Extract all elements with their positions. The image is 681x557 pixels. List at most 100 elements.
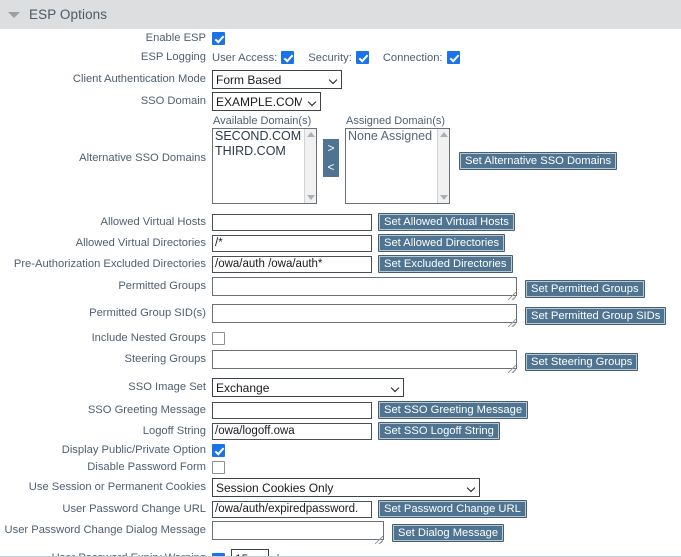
- set-steering-groups-button[interactable]: Set Steering Groups: [525, 353, 639, 371]
- esp-options-form: Enable ESP ESP Logging User Access: Secu…: [0, 29, 681, 557]
- listbox-scrollbar[interactable]: [437, 129, 449, 203]
- label-client-auth-mode: Client Authentication Mode: [72, 73, 206, 85]
- label-preauth-excluded-directories: Pre-Authorization Excluded Directories: [13, 258, 206, 270]
- row-password-expiry-warning: User Password Expiry Warning 15 days: [0, 549, 681, 557]
- expiry-days-select[interactable]: 15: [231, 549, 269, 557]
- client-auth-mode-select-wrap: Form Based: [212, 70, 342, 89]
- add-domain-button[interactable]: >: [323, 139, 339, 158]
- permitted-groups-textarea[interactable]: [212, 277, 517, 296]
- row-enable-esp: Enable ESP: [0, 32, 681, 45]
- label-permitted-group-sids: Permitted Group SID(s): [89, 307, 206, 319]
- display-public-private-checkbox[interactable]: [212, 444, 225, 457]
- password-change-dialog-textarea[interactable]: [212, 521, 384, 540]
- label-user-access: User Access:: [212, 51, 278, 64]
- row-include-nested-groups: Include Nested Groups: [0, 332, 681, 345]
- label-include-nested-groups: Include Nested Groups: [91, 332, 206, 344]
- permitted-group-sids-textarea[interactable]: [212, 304, 517, 323]
- page-title: ESP Options: [29, 7, 108, 22]
- list-item[interactable]: SECOND.COM: [215, 129, 302, 143]
- set-sso-greeting-message-button[interactable]: Set SSO Greeting Message: [378, 401, 529, 419]
- label-days-suffix: days: [273, 553, 297, 557]
- label-sso-image-set: SSO Image Set: [128, 381, 206, 393]
- scroll-up-icon[interactable]: [307, 132, 315, 137]
- connection-checkbox[interactable]: [446, 51, 460, 64]
- password-change-url-input[interactable]: [212, 500, 372, 518]
- set-excluded-directories-button[interactable]: Set Excluded Directories: [378, 255, 513, 273]
- row-logoff-string: Logoff String Set SSO Logoff String: [0, 422, 681, 440]
- disable-password-form-checkbox[interactable]: [212, 461, 225, 474]
- row-preauth-excluded-directories: Pre-Authorization Excluded Directories S…: [0, 255, 681, 273]
- row-client-auth-mode: Client Authentication Mode Form Based: [0, 70, 681, 89]
- label-permitted-groups: Permitted Groups: [118, 280, 206, 292]
- scroll-down-icon[interactable]: [307, 195, 315, 200]
- use-session-cookies-select[interactable]: Session Cookies Only: [212, 478, 480, 497]
- use-session-cookies-select-wrap: Session Cookies Only: [212, 478, 480, 497]
- remove-domain-button[interactable]: <: [323, 158, 339, 177]
- sso-domain-select-wrap: EXAMPLE.COM: [212, 92, 321, 111]
- password-change-dialog-textarea-wrap: [212, 521, 384, 545]
- scroll-down-icon[interactable]: [440, 195, 448, 200]
- row-permitted-groups: Permitted Groups Set Permitted Groups: [0, 277, 681, 301]
- set-dialog-message-button[interactable]: Set Dialog Message: [392, 524, 505, 542]
- set-password-change-url-button[interactable]: Set Password Change URL: [378, 500, 527, 518]
- assigned-domains-column: Assigned Domain(s) None Assigned: [345, 115, 450, 204]
- set-sso-logoff-string-button[interactable]: Set SSO Logoff String: [378, 422, 500, 440]
- row-display-public-private: Display Public/Private Option: [0, 444, 681, 457]
- triangle-down-icon[interactable]: [8, 11, 20, 18]
- label-password-change-url: User Password Change URL: [62, 503, 206, 515]
- list-item[interactable]: THIRD.COM: [215, 144, 286, 158]
- include-nested-groups-checkbox[interactable]: [212, 332, 225, 345]
- available-domains-listbox[interactable]: SECOND.COM THIRD.COM: [212, 128, 317, 204]
- allowed-virtual-hosts-input[interactable]: [212, 213, 372, 231]
- password-expiry-warning-checkbox[interactable]: [212, 553, 225, 557]
- enable-esp-checkbox[interactable]: [212, 32, 225, 45]
- sso-domain-select[interactable]: EXAMPLE.COM: [212, 92, 321, 111]
- set-permitted-group-sids-button[interactable]: Set Permitted Group SIDs: [525, 307, 667, 325]
- row-sso-image-set: SSO Image Set Exchange: [0, 378, 681, 397]
- label-logoff-string: Logoff String: [142, 425, 206, 437]
- row-password-change-url: User Password Change URL Set Password Ch…: [0, 500, 681, 518]
- set-alternative-sso-domains-button[interactable]: Set Alternative SSO Domains: [459, 152, 618, 170]
- set-allowed-directories-button[interactable]: Set Allowed Directories: [378, 234, 506, 252]
- user-access-checkbox[interactable]: [281, 51, 295, 64]
- client-auth-mode-select[interactable]: Form Based: [212, 70, 342, 89]
- label-esp-logging: ESP Logging: [140, 51, 206, 63]
- expiry-days-select-wrap: 15: [231, 549, 269, 557]
- sso-image-set-select[interactable]: Exchange: [212, 378, 404, 397]
- section-header[interactable]: ESP Options: [0, 0, 681, 29]
- label-disable-password-form: Disable Password Form: [87, 461, 206, 473]
- steering-groups-textarea[interactable]: [212, 350, 517, 369]
- label-allowed-virtual-hosts: Allowed Virtual Hosts: [100, 216, 207, 228]
- dual-list: Available Domain(s) SECOND.COM THIRD.COM…: [212, 115, 450, 204]
- label-use-session-cookies: Use Session or Permanent Cookies: [28, 481, 206, 493]
- set-permitted-groups-button[interactable]: Set Permitted Groups: [525, 280, 645, 298]
- label-alternative-sso-domains: Alternative SSO Domains: [79, 152, 206, 164]
- listbox-scrollbar[interactable]: [304, 129, 316, 203]
- row-alternative-sso-domains: Alternative SSO Domains Available Domain…: [0, 115, 681, 204]
- assigned-domains-listbox[interactable]: None Assigned: [345, 128, 450, 204]
- label-enable-esp: Enable ESP: [145, 32, 206, 44]
- scroll-up-icon[interactable]: [440, 132, 448, 137]
- label-connection: Connection:: [382, 51, 443, 64]
- row-permitted-group-sids: Permitted Group SID(s) Set Permitted Gro…: [0, 304, 681, 328]
- label-sso-greeting-message: SSO Greeting Message: [87, 404, 206, 416]
- list-item[interactable]: None Assigned: [348, 129, 433, 143]
- label-security: Security:: [308, 51, 352, 64]
- row-disable-password-form: Disable Password Form: [0, 461, 681, 474]
- security-checkbox[interactable]: [355, 51, 369, 64]
- sso-image-set-select-wrap: Exchange: [212, 378, 404, 397]
- set-allowed-virtual-hosts-button[interactable]: Set Allowed Virtual Hosts: [378, 213, 515, 231]
- label-password-expiry-warning: User Password Expiry Warning: [0, 549, 212, 557]
- logoff-string-input[interactable]: [212, 422, 372, 440]
- sso-greeting-message-input[interactable]: [212, 401, 372, 419]
- preauth-excluded-directories-input[interactable]: [212, 255, 372, 273]
- steering-groups-textarea-wrap: [212, 350, 517, 374]
- label-allowed-virtual-directories: Allowed Virtual Directories: [75, 237, 206, 249]
- row-sso-domain: SSO Domain EXAMPLE.COM: [0, 92, 681, 111]
- label-password-change-dialog-message: User Password Change Dialog Message: [4, 524, 206, 536]
- row-password-change-dialog-message: User Password Change Dialog Message Set …: [0, 521, 681, 545]
- row-allowed-virtual-hosts: Allowed Virtual Hosts Set Allowed Virtua…: [0, 213, 681, 231]
- allowed-virtual-directories-input[interactable]: [212, 234, 372, 252]
- permitted-group-sids-textarea-wrap: [212, 304, 517, 328]
- row-use-session-cookies: Use Session or Permanent Cookies Session…: [0, 478, 681, 497]
